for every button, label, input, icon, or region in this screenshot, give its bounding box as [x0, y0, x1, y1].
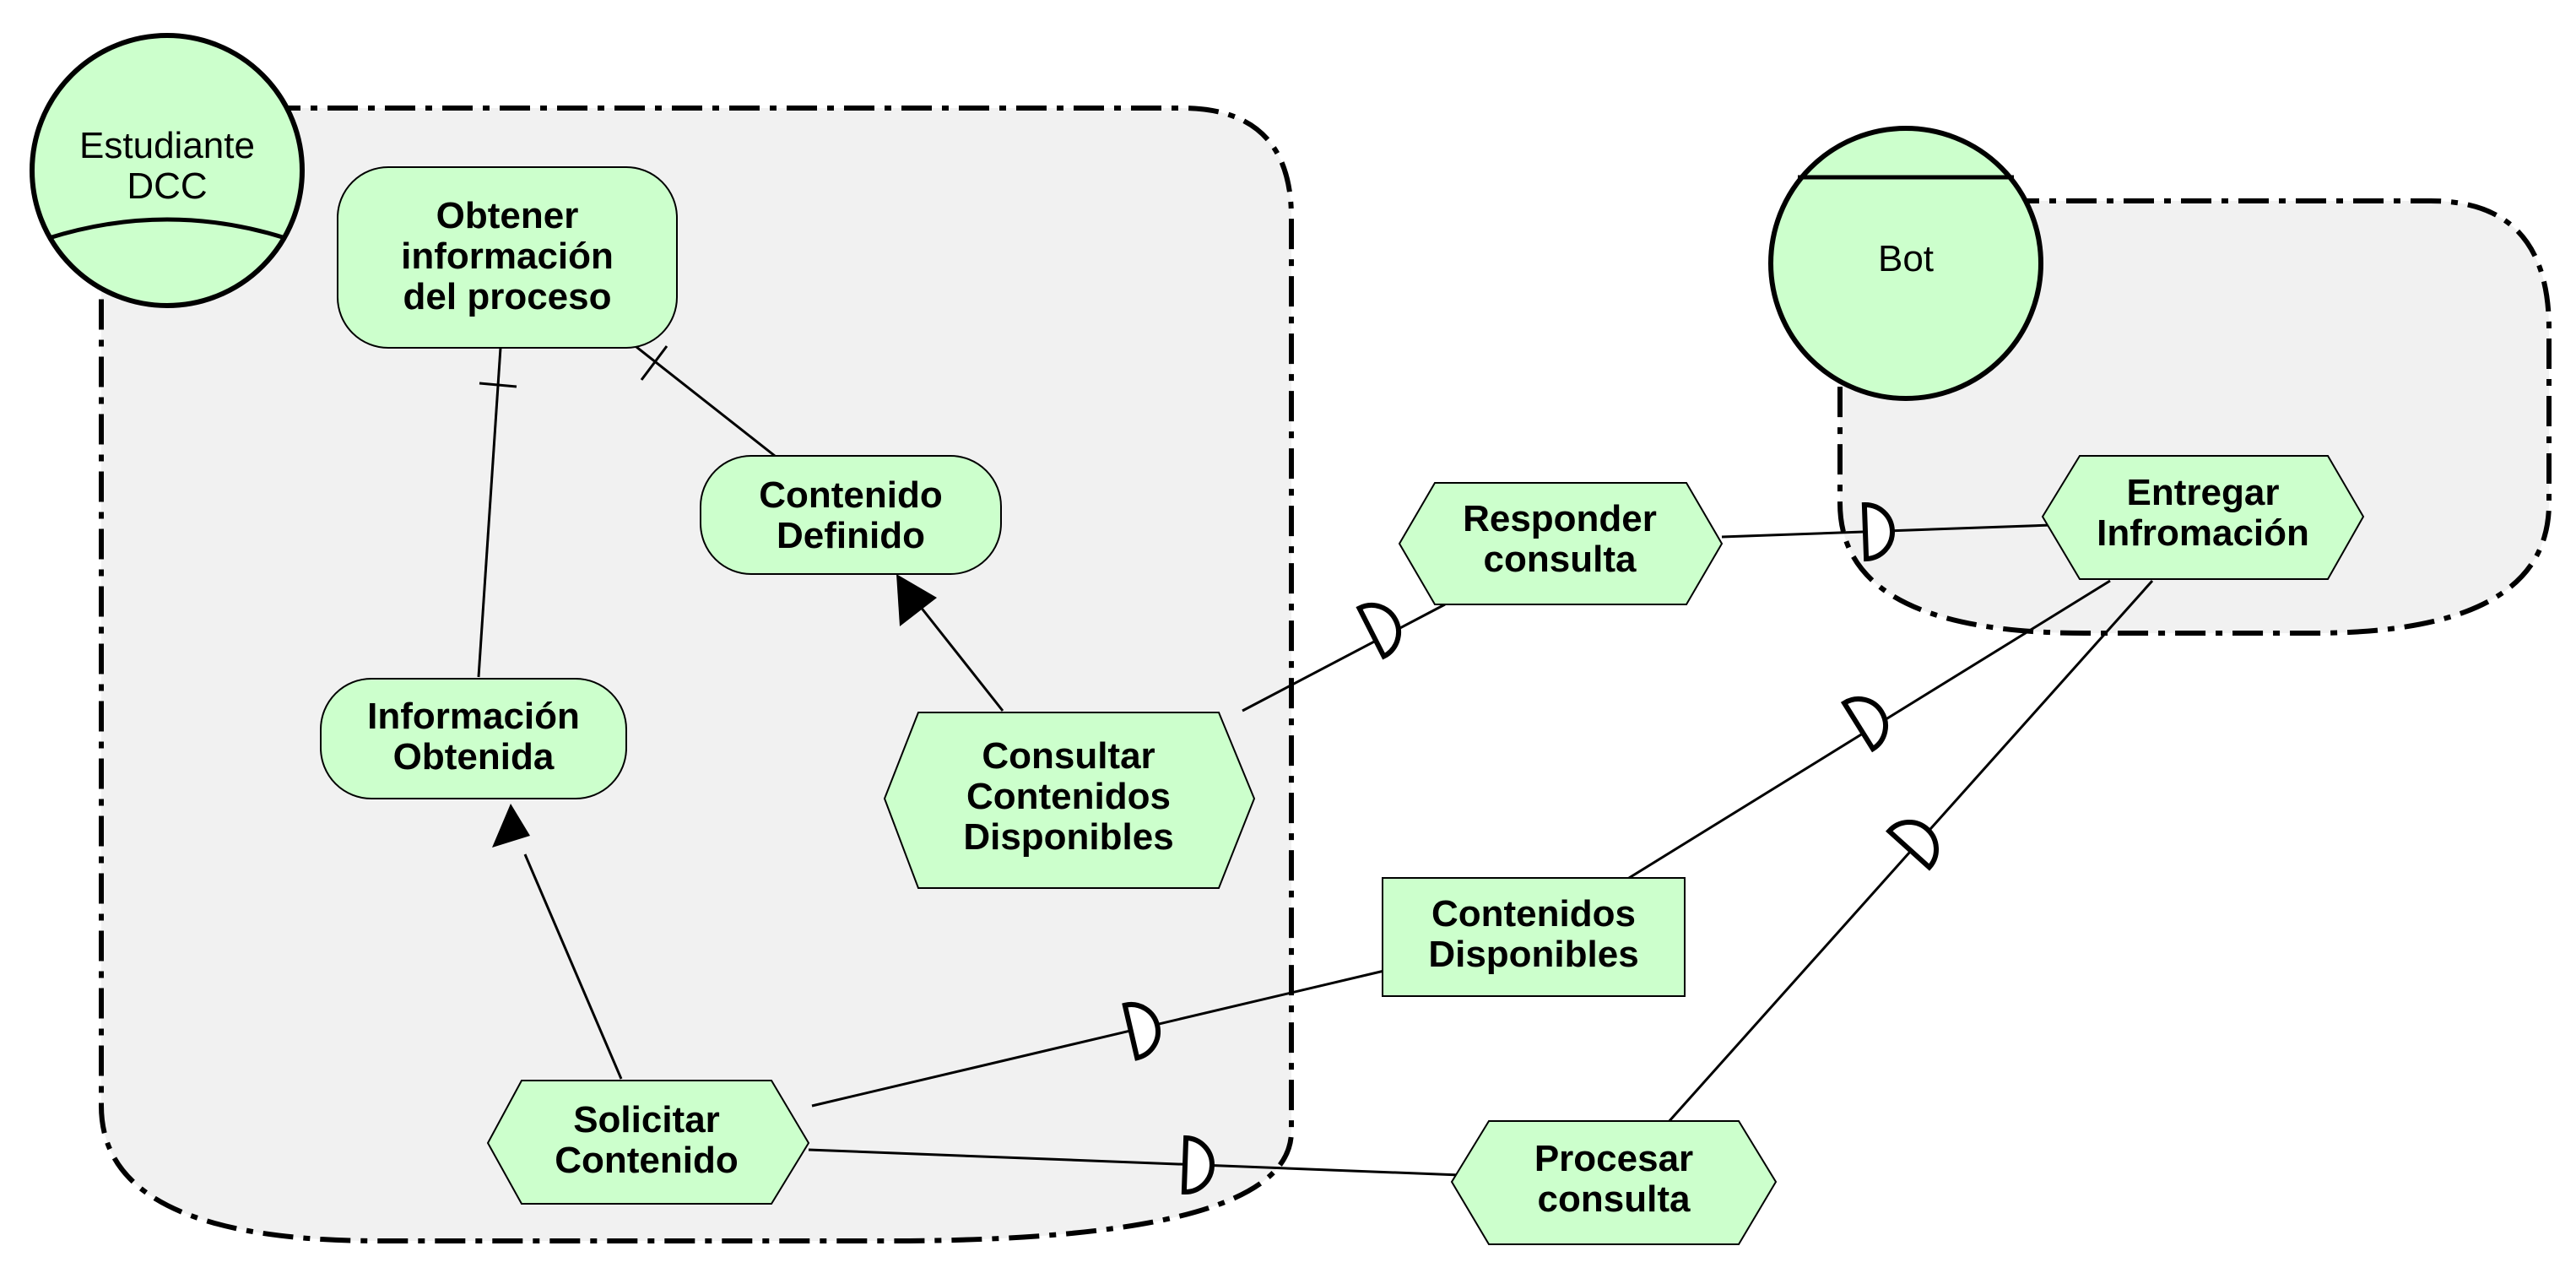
label-line: Entregar [2127, 472, 2280, 513]
label-line: Contenidos [966, 776, 1171, 817]
task-shape [486, 1080, 810, 1205]
label-line: Información [367, 696, 580, 737]
link-solicitar-recurso [811, 969, 1385, 1108]
label-line: DCC [127, 165, 207, 207]
bot-circle [1768, 126, 2043, 401]
task-shape [883, 712, 1256, 889]
dependency-marker [1122, 1002, 1161, 1061]
link-consultar-contenido [918, 605, 1004, 712]
label-line: Obtenida [393, 736, 555, 777]
label-line: Estudiante [79, 125, 255, 166]
estudiante-circle [30, 33, 305, 308]
label-line: Contenido [555, 1140, 739, 1181]
link-solicitar-info [523, 853, 623, 1080]
task-shape [2041, 455, 2365, 580]
label-line: consulta [1484, 539, 1637, 580]
label-line: Contenido [759, 474, 943, 516]
role-arc [48, 217, 286, 241]
bot-label: Bot [1878, 238, 1934, 279]
means-end-arrowhead [492, 804, 530, 848]
label-line: Bot [1878, 238, 1934, 279]
label-line: Disponibles [1428, 934, 1638, 975]
bot-agent[interactable]: Bot [1768, 126, 2043, 401]
label-line: del proceso [403, 276, 612, 317]
link-info-obtenida-obtener [477, 347, 502, 678]
link-consultar-responder [1242, 603, 1446, 712]
link-solicitar-procesar [808, 1148, 1461, 1177]
means-end-arrowhead [896, 574, 937, 626]
goal-shape [337, 166, 678, 349]
dependency-marker [1885, 820, 1939, 871]
dependency-marker [1181, 1135, 1215, 1194]
task-shape [1398, 482, 1724, 605]
label-line: Solicitar [573, 1099, 720, 1140]
refinement-tick [479, 382, 517, 388]
label-line: Definido [777, 515, 925, 556]
label-line: Obtener [436, 195, 579, 236]
label-line: Consultar [982, 735, 1155, 777]
label-line: Contenidos [1431, 893, 1636, 934]
link-contenido-obtener [624, 336, 776, 458]
label-line: Disponibles [963, 816, 1173, 858]
goal-shape [700, 455, 1002, 575]
task-shape [1450, 1120, 1778, 1245]
resource-shape [1382, 877, 1686, 997]
goal-shape [320, 678, 627, 799]
dependency-marker [1356, 603, 1401, 660]
label-line: información [401, 236, 614, 277]
label-line: consulta [1538, 1178, 1691, 1220]
label-line: Responder [1463, 498, 1657, 539]
label-line: Infromación [2097, 512, 2309, 554]
dependency-marker [1861, 502, 1895, 562]
estudiante-boundary [99, 106, 1294, 1243]
dependency-marker [1840, 696, 1888, 753]
label-line: Procesar [1534, 1138, 1693, 1179]
refinement-tick [640, 345, 668, 381]
